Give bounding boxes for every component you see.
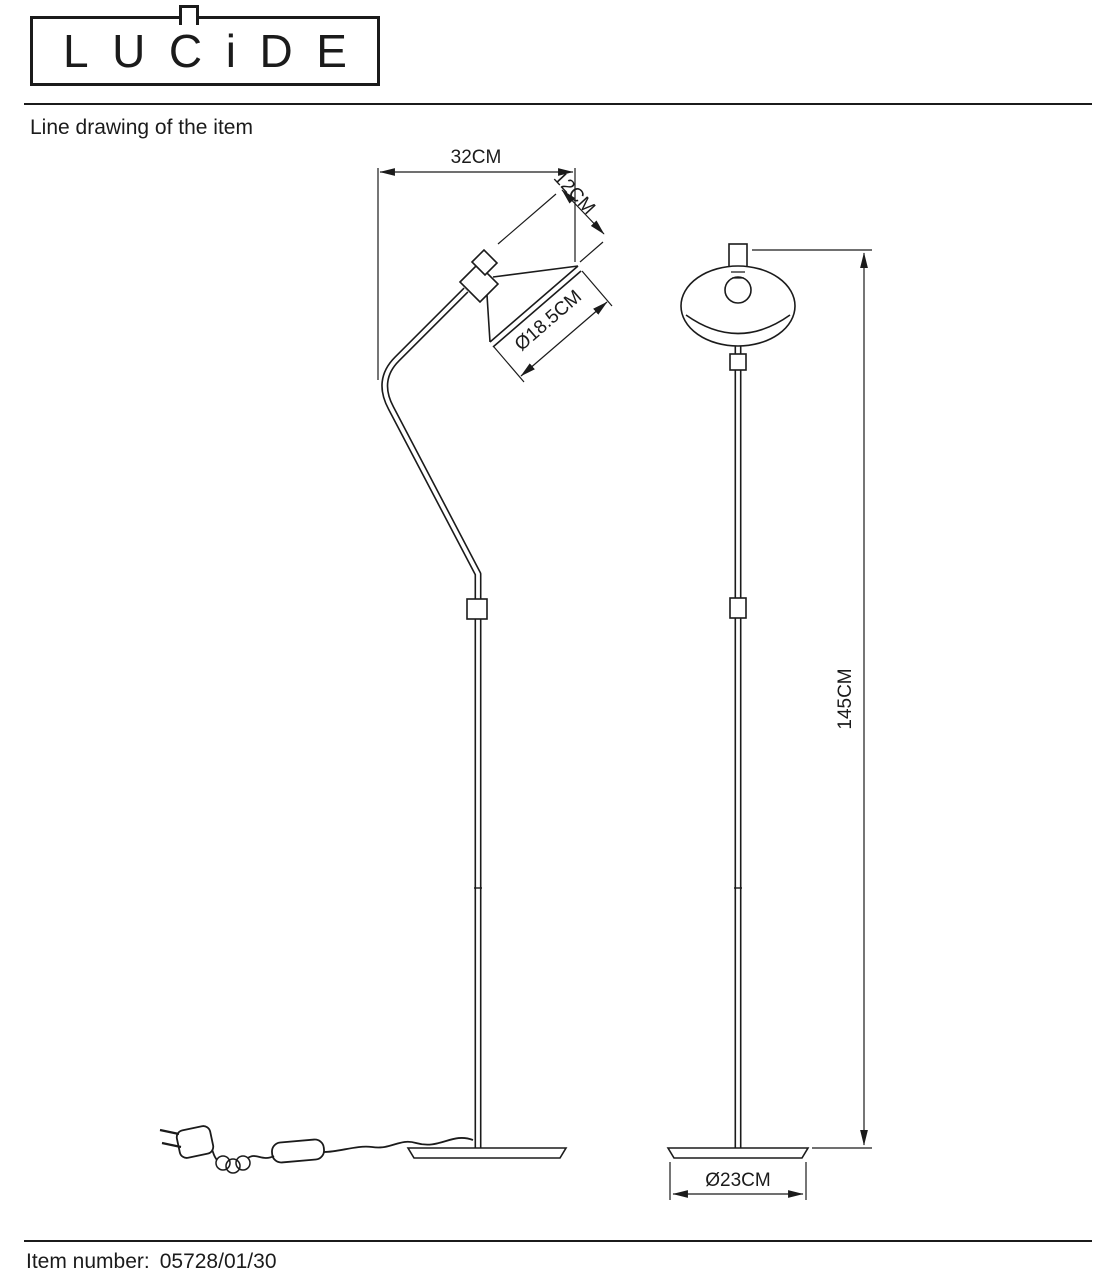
cord-coil <box>215 1155 231 1171</box>
logo-letter: U <box>112 25 146 77</box>
extension-line <box>493 346 525 383</box>
dim-shade-depth-12cm: 12CM <box>497 168 605 263</box>
inline-switch <box>271 1138 325 1164</box>
dim-height-145cm: 145CM <box>752 249 872 1149</box>
plug-prong <box>161 1141 182 1149</box>
item-number-value: 05728/01/30 <box>159 1250 277 1273</box>
shade-holder <box>458 262 500 304</box>
side-view-lamp <box>159 248 582 1174</box>
shade-inner-rim <box>685 314 791 335</box>
pole-switch <box>466 598 488 620</box>
power-plug <box>175 1125 215 1159</box>
extension-line <box>497 193 557 245</box>
dim-base-diameter-23cm: Ø23CM <box>669 1162 807 1200</box>
logo-letter: D <box>259 25 293 77</box>
extension-line <box>579 241 604 263</box>
cord-segment <box>247 1155 275 1159</box>
front-shade <box>680 265 796 347</box>
bulb <box>724 276 752 304</box>
logo-letter: C <box>168 25 203 77</box>
header-divider <box>24 103 1092 105</box>
cord-coil <box>225 1158 241 1174</box>
item-number-label: Item number: <box>26 1250 150 1273</box>
power-cord <box>323 1137 474 1153</box>
logo-letter: E <box>316 25 347 77</box>
front-switch <box>729 597 747 619</box>
front-view-lamp <box>666 243 810 1159</box>
dimension-line <box>520 301 608 377</box>
logo-notch-icon <box>179 5 199 25</box>
bulb-socket <box>731 271 745 279</box>
shade-hinge <box>729 353 747 371</box>
logo-letter: i <box>225 25 236 77</box>
footer-divider <box>24 1240 1092 1242</box>
cord-coil <box>235 1155 251 1171</box>
item-number: Item number: 05728/01/30 <box>26 1250 277 1274</box>
dim-label-32cm: 32CM <box>451 147 502 168</box>
side-pole-fill <box>382 288 480 1148</box>
dim-label-12cm: 12CM <box>549 168 599 219</box>
shade-cone <box>486 265 582 348</box>
page-title: Line drawing of the item <box>30 116 253 139</box>
dimension-line <box>561 189 605 235</box>
lucide-logo: L U C i D E <box>30 5 380 86</box>
extension-line <box>581 270 613 307</box>
side-view-base <box>406 1147 568 1159</box>
dim-label-145cm: 145CM <box>835 668 856 729</box>
holder-cap <box>470 248 499 277</box>
front-view-base <box>666 1147 810 1159</box>
dim-label-23cm: Ø23CM <box>705 1170 770 1191</box>
plug-prong <box>159 1128 180 1136</box>
logo-letter: L <box>63 25 89 77</box>
